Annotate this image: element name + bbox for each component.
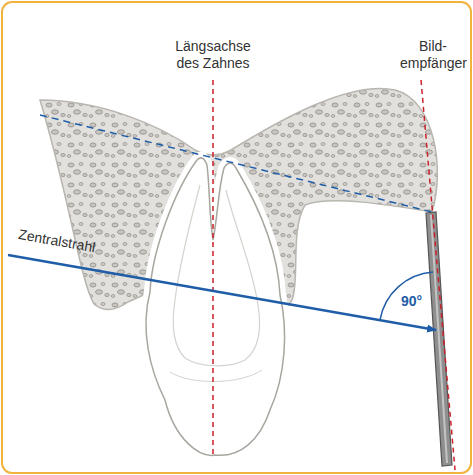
angle-label: 90°: [401, 293, 431, 310]
image-receptor: [426, 212, 452, 466]
receptor-axis: [421, 80, 455, 470]
tooth-axis: [212, 80, 214, 458]
receptor-label: Bild- empfänger: [400, 38, 466, 72]
axis-label: Längsachse des Zahnes: [163, 38, 263, 72]
tooth: [146, 158, 285, 455]
central-ray: [8, 255, 436, 330]
bisecting-line: [40, 115, 432, 212]
angle-arc: [380, 272, 433, 320]
